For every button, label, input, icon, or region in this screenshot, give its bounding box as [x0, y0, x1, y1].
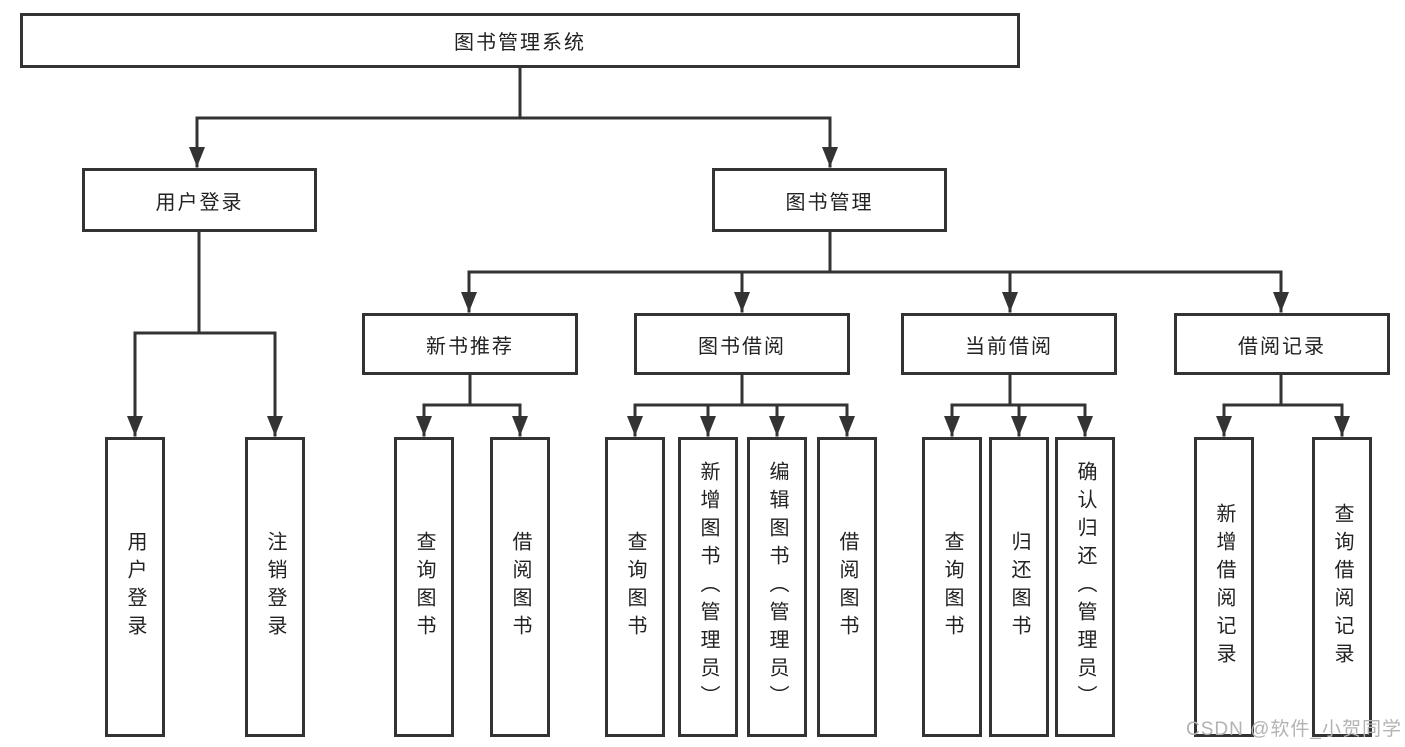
leaf-return-books: 归还图书	[989, 437, 1049, 737]
leaf-add-borrow-record: 新增借阅记录	[1194, 437, 1254, 737]
node-root-label: 图书管理系统	[454, 32, 586, 54]
leaf-confirm-return-label: 确认归还（管理员）	[1074, 461, 1096, 713]
node-user-login: 用户登录	[82, 168, 317, 232]
leaf-confirm-return: 确认归还（管理员）	[1055, 437, 1115, 737]
leaf-add-books: 新增图书（管理员）	[678, 437, 738, 737]
leaf-query-borrow-record-label: 查询借阅记录	[1331, 503, 1353, 671]
leaf-user-login: 用户登录	[105, 437, 165, 737]
leaf-query-books-2-label: 查询图书	[624, 531, 646, 643]
node-current-borrow-label: 当前借阅	[965, 335, 1053, 358]
leaf-borrow-books-1-label: 借阅图书	[509, 531, 531, 643]
leaf-query-borrow-record: 查询借阅记录	[1312, 437, 1372, 737]
leaf-borrow-books-2: 借阅图书	[817, 437, 877, 737]
leaf-edit-books-label: 编辑图书（管理员）	[766, 461, 788, 713]
leaf-add-books-label: 新增图书（管理员）	[697, 461, 719, 713]
leaf-logout-label: 注销登录	[264, 531, 286, 643]
leaf-query-books-3: 查询图书	[922, 437, 982, 737]
node-book-borrow: 图书借阅	[634, 313, 850, 375]
leaf-query-books-1-label: 查询图书	[413, 531, 435, 643]
leaf-query-books-1: 查询图书	[394, 437, 454, 737]
node-new-book-recommend: 新书推荐	[362, 313, 578, 375]
leaf-query-books-2: 查询图书	[605, 437, 665, 737]
leaf-add-borrow-record-label: 新增借阅记录	[1213, 503, 1235, 671]
leaf-borrow-books-1: 借阅图书	[490, 437, 550, 737]
leaf-user-login-label: 用户登录	[124, 531, 146, 643]
node-borrow-records: 借阅记录	[1174, 313, 1390, 375]
node-new-book-recommend-label: 新书推荐	[426, 335, 514, 358]
node-borrow-records-label: 借阅记录	[1238, 335, 1326, 358]
csdn-watermark: CSDN @软件_小贺同学	[1186, 719, 1402, 740]
node-root: 图书管理系统	[20, 13, 1020, 68]
node-user-login-label: 用户登录	[155, 191, 244, 214]
node-book-borrow-label: 图书借阅	[698, 335, 786, 358]
leaf-borrow-books-2-label: 借阅图书	[836, 531, 858, 643]
leaf-return-books-label: 归还图书	[1008, 531, 1030, 643]
node-current-borrow: 当前借阅	[901, 313, 1117, 375]
leaf-edit-books: 编辑图书（管理员）	[747, 437, 807, 737]
leaf-logout: 注销登录	[245, 437, 305, 737]
node-book-management-label: 图书管理	[785, 191, 874, 214]
node-book-management: 图书管理	[712, 168, 947, 232]
leaf-query-books-3-label: 查询图书	[941, 531, 963, 643]
